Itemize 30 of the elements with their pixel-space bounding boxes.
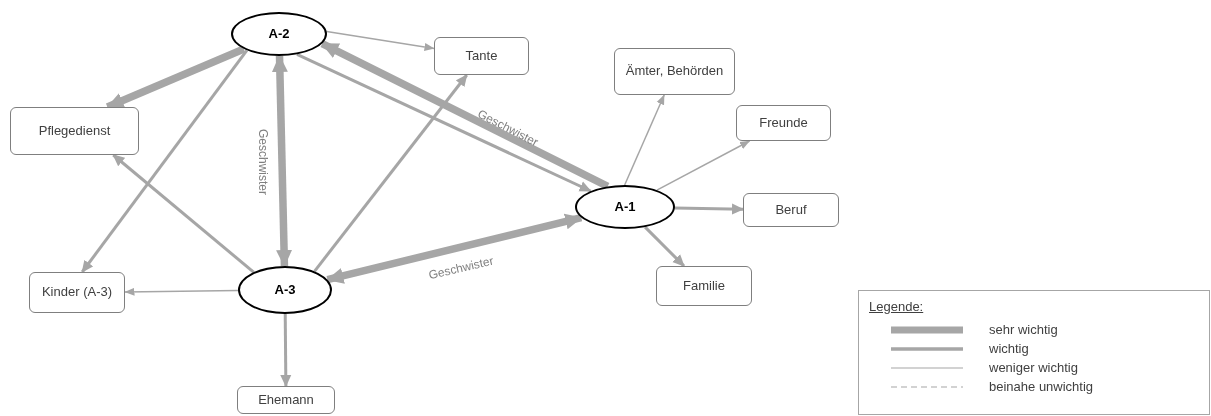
contact-box: Ämter, Behörden [614, 48, 735, 95]
legend-label: beinahe unwichtig [989, 378, 1094, 395]
person-ellipse: A-2 [231, 12, 327, 56]
legend-label: sehr wichtig [989, 321, 1058, 338]
arrow [296, 53, 592, 193]
arrow [674, 203, 744, 215]
arrow [271, 55, 293, 267]
contact-box: Tante [434, 37, 529, 75]
legend-label: wichtig [989, 340, 1029, 357]
arrow [112, 153, 255, 274]
arrow [124, 287, 239, 296]
contact-box: Pflegedienst [10, 107, 139, 155]
arrow [623, 94, 665, 186]
arrow [644, 226, 686, 268]
legend-title: Legende: [869, 298, 924, 316]
person-ellipse: A-1 [575, 185, 675, 229]
legend-label: weniger wichtig [989, 359, 1078, 376]
arrow [656, 140, 751, 191]
person-ellipse: A-3 [238, 266, 332, 314]
arrow [280, 314, 292, 387]
contact-box: Ehemann [237, 386, 335, 414]
arrow [313, 74, 468, 273]
arrow [325, 30, 435, 51]
contact-box: Familie [656, 266, 752, 306]
arrow [81, 49, 249, 273]
arrow [326, 213, 583, 284]
contact-box: Beruf [743, 193, 839, 227]
contact-box: Kinder (A-3) [29, 272, 125, 313]
edge-label: Geschwister [257, 129, 269, 195]
contact-box: Freunde [736, 105, 831, 141]
